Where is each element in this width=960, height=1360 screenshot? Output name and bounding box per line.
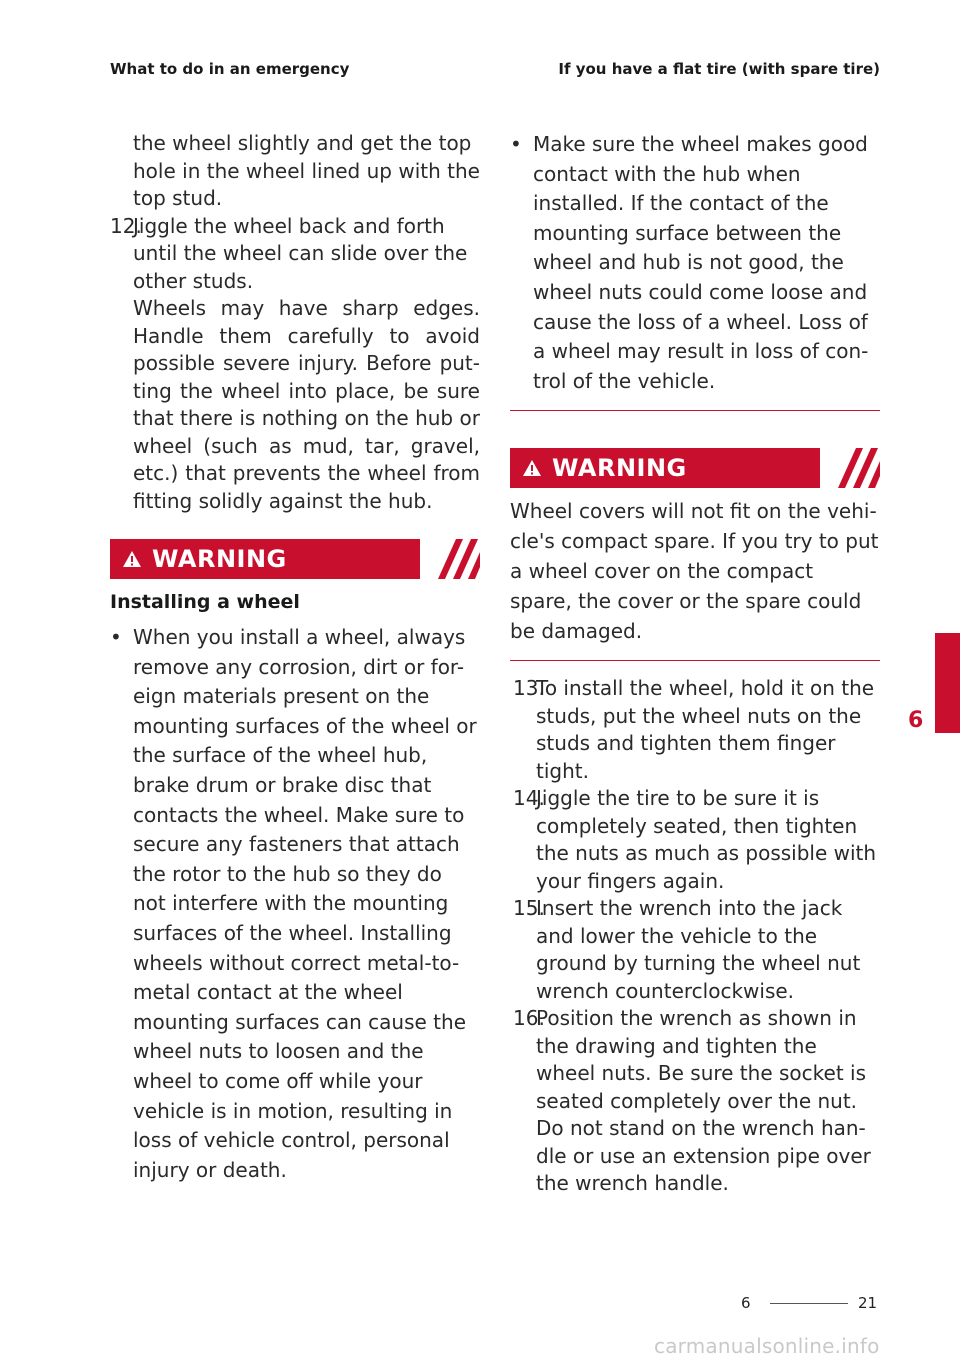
warning-title: WARNING <box>152 545 287 573</box>
warning-end-divider <box>510 660 880 662</box>
step-number: 15. <box>513 896 545 921</box>
step-text: Insert the wrench into the jack and lowe… <box>536 896 861 1003</box>
running-header-section: What to do in an emergency <box>110 60 350 78</box>
running-header-topic: If you have a flat tire (with spare tire… <box>558 60 880 78</box>
step-12: 12. Jiggle the wheel back and forth unti… <box>110 213 480 296</box>
bullet-text: Make sure the wheel makes good contact w… <box>533 132 869 393</box>
step-number: 14. <box>513 786 545 811</box>
warning-title: WARNING <box>552 454 687 483</box>
footer-rule <box>770 1303 848 1304</box>
step-16: 16. Position the wrench as shown in the … <box>510 1005 880 1198</box>
warning-banner: WARNING <box>510 448 880 489</box>
step-15: 15. Insert the wrench into the jack and … <box>510 895 880 1005</box>
step-text: Position the wrench as shown in the draw… <box>536 1006 871 1196</box>
warning-end-divider <box>510 410 880 412</box>
steps-list: 13. To install the wheel, hold it on the… <box>510 675 880 1198</box>
footer-chapter: 6 <box>741 1294 751 1312</box>
bullet-mark: • <box>510 132 522 156</box>
warning-triangle-icon <box>523 460 541 477</box>
chapter-side-number: 6 <box>908 708 924 733</box>
warning-body: Wheel covers will not fit on the vehi-cl… <box>510 499 879 644</box>
step-text: Jiggle the wheel back and forth until th… <box>133 213 468 293</box>
warning-slashes-decoration <box>820 448 880 489</box>
warning-bullet: • Make sure the wheel makes good contact… <box>510 130 880 396</box>
footer-page-number: 21 <box>858 1294 878 1312</box>
bullet-text: When you install a wheel, always remove … <box>133 625 477 1182</box>
step-14: 14. Jiggle the tire to be sure it is com… <box>510 785 880 895</box>
step-number: 16. <box>513 1006 545 1031</box>
warning-slashes-decoration <box>420 539 480 579</box>
left-column: the wheel slightly and get the top hole … <box>110 130 480 1185</box>
step-11-continuation: the wheel slightly and get the top hole … <box>133 131 480 210</box>
bullet-mark: • <box>110 625 122 649</box>
step-number: 12. <box>110 213 142 238</box>
step-number: 13. <box>513 676 545 701</box>
warning-bullet: • When you install a wheel, always remov… <box>110 623 480 1185</box>
watermark-text: carmanualsonline.info <box>654 1334 880 1358</box>
step-text: Jiggle the tire to be sure it is complet… <box>536 786 877 893</box>
chapter-side-tab <box>935 633 960 733</box>
step-12-note: Wheels may have sharp edges. Handle them… <box>133 296 480 513</box>
warning-subheading: Installing a wheel <box>110 591 300 613</box>
step-13: 13. To install the wheel, hold it on the… <box>510 675 880 785</box>
warning-banner: WARNING <box>110 539 480 579</box>
step-text: To install the wheel, hold it on the stu… <box>536 676 875 783</box>
warning-triangle-icon <box>123 551 141 567</box>
right-column: • Make sure the wheel makes good contact… <box>510 130 880 1198</box>
